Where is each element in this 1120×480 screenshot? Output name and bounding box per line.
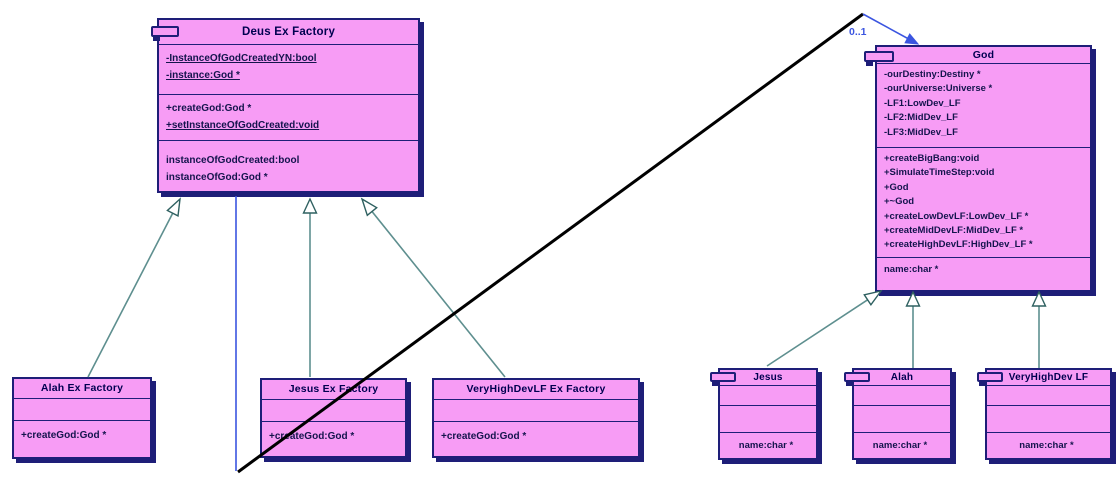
class-stereotype-icon [864,51,894,66]
class-compartment [987,405,1110,432]
class-jesus-ex-factory[interactable]: Jesus Ex Factory +createGod:God * [260,378,407,458]
inheritance-arrow-icon [1031,290,1047,307]
class-compartment: +createGod:God * [14,420,150,457]
class-member: +~God [884,196,915,208]
class-alah-ex-factory[interactable]: Alah Ex Factory +createGod:God * [12,377,152,459]
class-compartment: +createGod:God * [434,421,638,456]
class-compartment: -ourDestiny:Destiny * -ourUniverse:Univer… [877,63,1090,147]
class-compartment: name:char * [987,432,1110,458]
association-multiplicity-label: 0..1 [849,26,867,38]
class-member: name:char * [872,440,928,451]
class-compartment: name:char * [877,257,1090,290]
class-title: Deus Ex Factory [241,26,336,38]
class-compartment: name:char * [854,432,950,458]
class-compartment: -InstanceOfGodCreatedYN:bool -instance:Go… [159,44,418,94]
class-member: -LF1:LowDev_LF [884,97,961,109]
association-line-arrow-segment [862,13,917,44]
class-member: +God [884,181,909,193]
class-title: Jesus Ex Factory [288,383,379,395]
inheritance-arrow-icon [905,290,921,307]
class-compartment: name:char * [720,432,816,458]
class-title: Alah [890,372,914,383]
class-member: +createGod:God * [269,431,355,442]
class-member: -ourDestiny:Destiny * [884,69,981,80]
class-member: instanceOfGod:God * [166,172,268,183]
class-compartments: name:char * [987,385,1110,458]
class-compartment: +createGod:God * +setInstanceOfGodCreated… [159,94,418,140]
class-member: +createGod:God * [441,431,527,442]
class-compartment [262,399,405,421]
class-god[interactable]: God -ourDestiny:Destiny * -ourUniverse:Un… [864,45,1092,292]
class-jesus[interactable]: Jesus name:char * [710,368,818,460]
class-member: +createGod:God * [21,430,107,441]
class-compartments: -ourDestiny:Destiny * -ourUniverse:Univer… [877,63,1090,290]
inheritance-line-vhdex-deus [371,210,506,378]
class-member: -InstanceOfGodCreatedYN:bool [166,53,317,64]
class-compartments: +createGod:God * [262,399,405,456]
class-compartment: +createGod:God * [262,421,405,456]
class-compartments: name:char * [854,385,950,458]
association-arrowhead-icon [904,33,920,45]
class-member: +SimulateTimeStep:void [884,167,995,179]
class-compartment [854,385,950,405]
class-alah[interactable]: Alah name:char * [844,368,952,460]
class-member: +createMidDevLF:MidDev_LF * [884,225,1024,237]
class-member: name:char * [884,264,939,275]
class-compartment [987,385,1110,405]
inheritance-arrow-icon [863,289,883,307]
class-stereotype-icon [710,372,736,386]
class-compartment: instanceOfGodCreated:bool instanceOfGod:G… [159,140,418,191]
class-stereotype-icon [151,26,179,41]
class-member: instanceOfGodCreated:bool [166,155,300,166]
class-compartments: +createGod:God * [14,398,150,457]
class-member: +createLowDevLF:LowDev_LF * [884,210,1029,222]
class-title: Alah Ex Factory [40,382,124,394]
class-compartment [434,399,638,421]
class-deus-ex-factory[interactable]: Deus Ex Factory -InstanceOfGodCreatedYN:… [151,18,420,193]
class-member: name:char * [738,440,794,451]
class-member: +createGod:God * [166,103,252,114]
class-member: -LF2:MidDev_LF [884,112,958,124]
class-compartment [14,398,150,420]
class-stereotype-icon [844,372,870,386]
class-compartments: name:char * [720,385,816,458]
inheritance-arrow-icon [302,197,318,214]
inheritance-line-alahex-deus [87,212,174,378]
class-compartment: +createBigBang:void +SimulateTimeStep:voi… [877,147,1090,257]
class-member: -instance:God * [166,70,240,81]
inheritance-arrow-icon [360,197,378,217]
class-member: -ourUniverse:Universe * [884,83,993,95]
class-member: +setInstanceOfGodCreated:void [166,120,320,131]
class-compartment [720,385,816,405]
inheritance-arrow-icon [166,197,181,217]
class-compartment [720,405,816,432]
class-stereotype-icon [977,372,1003,386]
class-compartments: +createGod:God * [434,399,638,456]
class-title: God [972,49,995,61]
class-member: +createBigBang:void [884,153,980,164]
class-compartments: -InstanceOfGodCreatedYN:bool -instance:Go… [159,44,418,191]
class-member: +createHighDevLF:HighDev_LF * [884,239,1033,251]
class-member: -LF3:MidDev_LF [884,126,958,138]
class-title: VeryHighDev LF [1008,372,1089,383]
class-member: name:char * [1019,440,1074,451]
class-title: VeryHighDevLF Ex Factory [466,383,606,395]
class-veryhighdevlf-ex-factory[interactable]: VeryHighDevLF Ex Factory +createGod:God … [432,378,640,458]
class-compartment [854,405,950,432]
class-veryhighdev-lf[interactable]: VeryHighDev LF name:char * [977,368,1112,460]
inheritance-line-jesus-god [766,299,869,367]
